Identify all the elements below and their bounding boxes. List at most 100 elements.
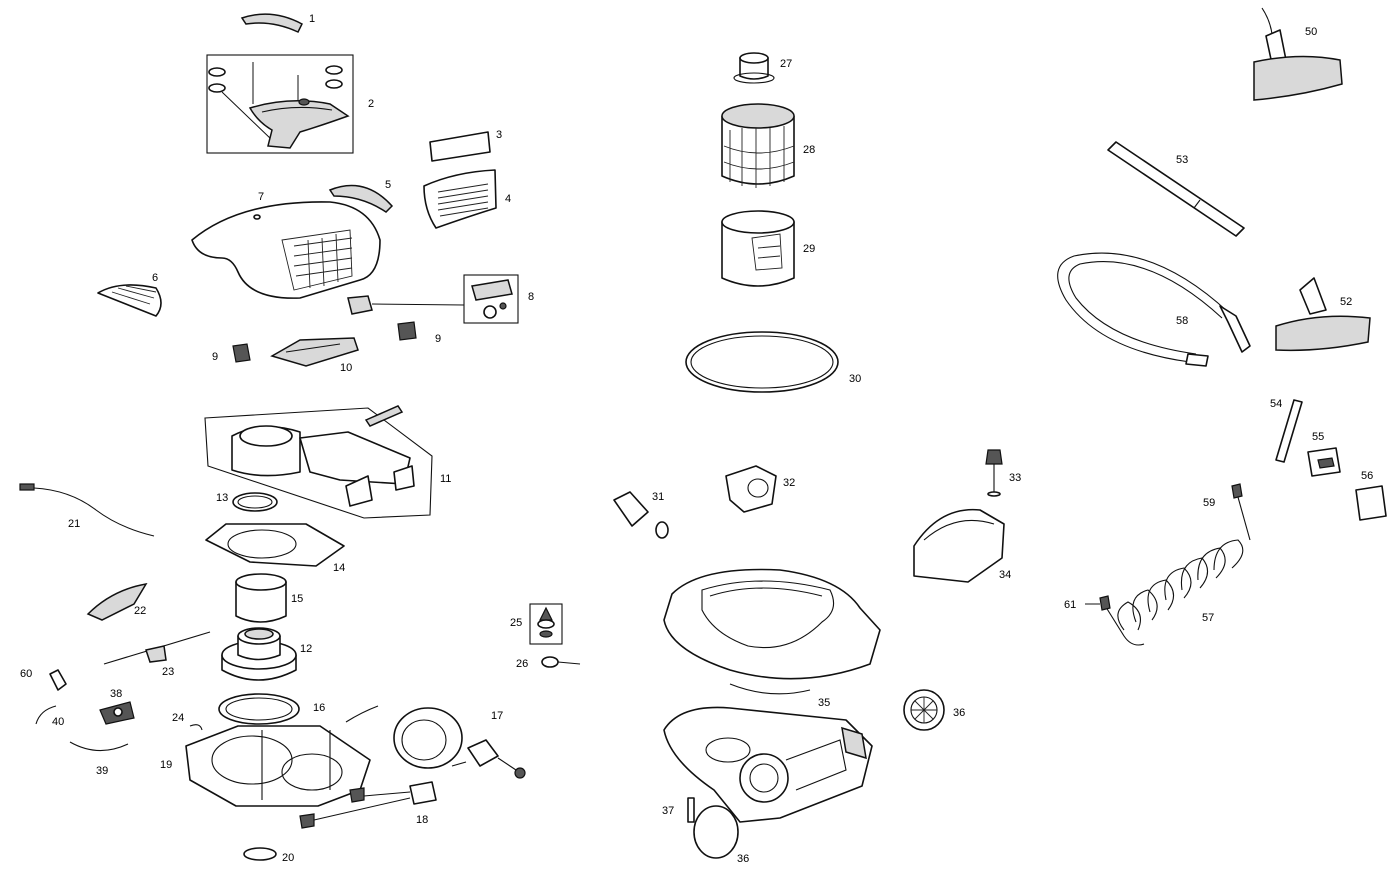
label-60: 60 (20, 668, 32, 680)
part-12-motor (221, 627, 297, 681)
label-5: 5 (385, 179, 391, 191)
part-3-filter-strip (429, 131, 491, 162)
part-50-floor-nozzle (1253, 7, 1343, 101)
part-14-gasket-plate (205, 523, 345, 567)
part-60-spring (49, 669, 67, 691)
part-10-switch-plate (270, 337, 359, 367)
part-57-coiled-cord (1103, 489, 1251, 646)
label-59: 59 (1203, 497, 1215, 509)
part-6-side-vent (97, 284, 162, 317)
part-26-cap (541, 656, 581, 668)
part-29-filter (721, 210, 795, 287)
label-50: 50 (1305, 26, 1317, 38)
part-25-valve (529, 603, 563, 645)
part-32-inlet (725, 465, 777, 513)
label-14: 14 (333, 562, 345, 574)
part-40-arc (35, 705, 57, 725)
part-36-wheel-bottom (693, 805, 739, 859)
part-17-cord-reel (345, 705, 526, 779)
part-27-filter-cap (733, 52, 775, 84)
part-34-bag-housing (913, 508, 1005, 583)
label-1: 1 (309, 13, 315, 25)
label-8: 8 (528, 291, 534, 303)
label-3: 3 (496, 129, 502, 141)
label-21: 21 (68, 518, 80, 530)
label-33: 33 (1009, 472, 1021, 484)
label-7: 7 (258, 191, 264, 203)
label-23: 23 (162, 666, 174, 678)
part-7-top-cover (191, 201, 381, 299)
label-13: 13 (216, 492, 228, 504)
label-53: 53 (1176, 154, 1188, 166)
part-11-motor-housing (204, 405, 433, 519)
label-20: 20 (282, 852, 294, 864)
part-37-axle (687, 797, 695, 823)
label-9-right: 9 (435, 333, 441, 345)
label-17: 17 (491, 710, 503, 722)
part-16-ring (218, 693, 300, 725)
label-28: 28 (803, 144, 815, 156)
part-19-base (185, 725, 371, 807)
part-56-adapter (1355, 485, 1387, 521)
part-4-grille-cover (423, 169, 497, 229)
label-36-bottom: 36 (737, 853, 749, 865)
label-9-left: 9 (212, 351, 218, 363)
part-28-filter-cage (721, 103, 795, 188)
label-54: 54 (1270, 398, 1282, 410)
label-15: 15 (291, 593, 303, 605)
label-10: 10 (340, 362, 352, 374)
label-36-right: 36 (953, 707, 965, 719)
part-35-chassis (663, 706, 873, 823)
label-58: 58 (1176, 315, 1188, 327)
part-24-spring-clip (189, 724, 203, 731)
label-32: 32 (783, 477, 795, 489)
part-21-cord (19, 483, 155, 537)
part-22-clip (86, 582, 148, 621)
label-56: 56 (1361, 470, 1373, 482)
part-8-switch-housing (347, 274, 519, 324)
part-30-gasket (685, 331, 839, 393)
part-53-wand (1107, 141, 1245, 237)
part-1-top-cap (240, 13, 303, 33)
part-59-cord-end (1231, 483, 1243, 499)
label-35: 35 (818, 697, 830, 709)
part-54-crevice-tool (1275, 399, 1303, 463)
part-23-wire-assembly (103, 631, 211, 665)
part-39-arc (69, 741, 129, 752)
part-18-brackets (299, 781, 437, 829)
label-52: 52 (1340, 296, 1352, 308)
label-38: 38 (110, 688, 122, 700)
label-30: 30 (849, 373, 861, 385)
label-29: 29 (803, 243, 815, 255)
part-33-bolt (985, 449, 1003, 497)
part-38-bracket (99, 701, 135, 725)
label-22: 22 (134, 605, 146, 617)
part-15-cylinder (235, 573, 287, 623)
part-9-switch-right (397, 321, 417, 341)
part-52-turbo-brush (1275, 277, 1371, 352)
part-35-upper-body (663, 568, 881, 695)
part-61-plug (1085, 595, 1111, 611)
part-13-ring (232, 492, 278, 512)
part-9-switch-left (232, 343, 251, 363)
part-55-brush-tool (1307, 447, 1341, 477)
label-19: 19 (160, 759, 172, 771)
part-31-elbow (613, 491, 669, 539)
label-55: 55 (1312, 431, 1324, 443)
label-24: 24 (172, 712, 184, 724)
label-57: 57 (1202, 612, 1214, 624)
label-26: 26 (516, 658, 528, 670)
label-34: 34 (999, 569, 1011, 581)
label-11: 11 (440, 473, 451, 485)
label-37: 37 (662, 805, 674, 817)
label-4: 4 (505, 193, 511, 205)
part-5-small-cap (328, 184, 394, 213)
label-12: 12 (300, 643, 312, 655)
label-61: 61 (1064, 599, 1076, 611)
label-31: 31 (652, 491, 664, 503)
label-27: 27 (780, 58, 792, 70)
part-36-wheel-right (903, 689, 945, 731)
part-58-hose (1057, 252, 1251, 367)
part-20-disc (243, 847, 277, 861)
